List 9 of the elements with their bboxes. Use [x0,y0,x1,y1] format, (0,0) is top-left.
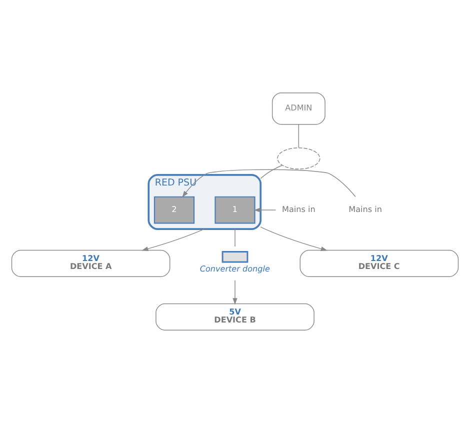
arrow [142,228,205,251]
arrow [254,207,276,212]
arrow [182,168,356,197]
connector [234,228,236,246]
connector [298,124,300,148]
connector [260,164,283,178]
node-cloud [277,146,320,169]
arrow [232,280,238,304]
arrow [260,226,328,251]
